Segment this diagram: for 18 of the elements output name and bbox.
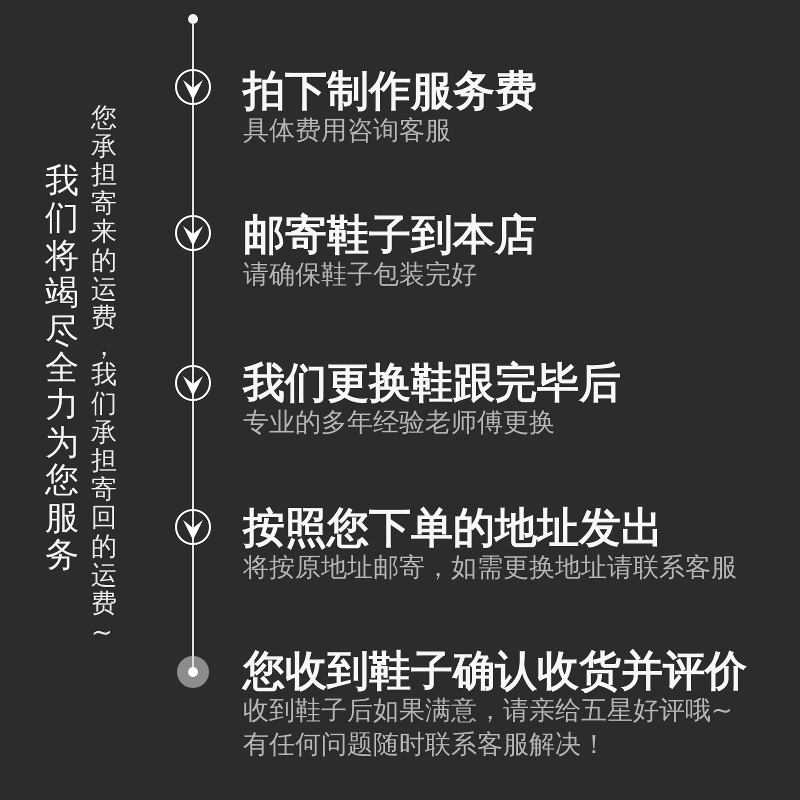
- step-heading: 您收到鞋子确认收货并评价: [243, 650, 747, 692]
- timeline-line: [192, 251, 194, 365]
- step-description: 收到鞋子后如果满意，请亲给五星好评哦~: [243, 698, 733, 724]
- timeline-line: [192, 24, 194, 69]
- step-description: 请确保鞋子包装完好: [243, 262, 477, 288]
- step-description: 专业的多年经验老师傅更换: [243, 410, 555, 436]
- step-description: 将按原地址邮寄，如需更换地址请联系客服: [243, 555, 737, 581]
- timeline-line: [192, 545, 194, 656]
- vertical-slogan: 我们将竭尽全力为您服务: [45, 163, 79, 574]
- vertical-slogan: 您承担寄来的运费，我们承担寄回的运费~: [91, 104, 117, 648]
- timeline-line: [192, 105, 194, 215]
- step-heading: 我们更换鞋跟完毕后: [243, 362, 621, 404]
- step-description: 有任何问题随时联系客服解决！: [243, 732, 607, 758]
- step-heading: 拍下制作服务费: [243, 70, 537, 112]
- step-heading: 按照您下单的地址发出: [243, 507, 663, 549]
- step-description: 具体费用咨询客服: [243, 118, 451, 144]
- timeline-line: [192, 401, 194, 509]
- step-heading: 邮寄鞋子到本店: [243, 214, 537, 256]
